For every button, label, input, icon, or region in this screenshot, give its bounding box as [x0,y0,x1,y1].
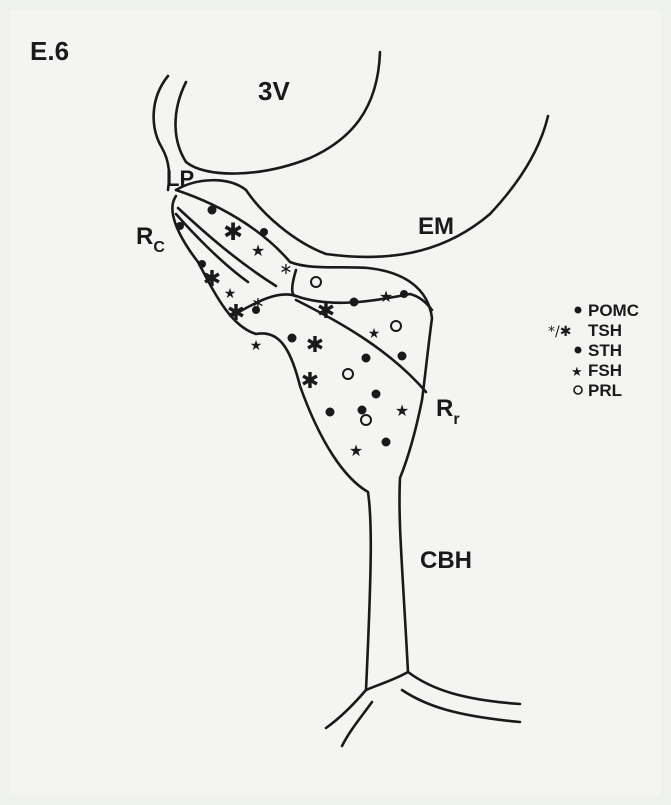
dot-cell [260,228,268,236]
stalk-right-branch [408,672,520,704]
rc-subscript: C [153,239,165,256]
dot-cell [326,408,335,417]
stalk-join [366,672,408,690]
third-ventricle-label: 3V [258,76,290,106]
partition-vertical [292,270,296,296]
legend-pomc-label: POMC [588,301,639,320]
gland-outline-right [176,190,432,672]
legend-sth-symbol [575,347,582,354]
legend-fsh-symbol: ★ [571,365,583,380]
dot-cell [398,352,407,361]
legend-prl-label: PRL [588,381,622,400]
dot-cell [400,290,408,298]
small-asterisk-cell: ∗ [279,259,292,278]
stalk-left-branch [326,690,366,728]
asterisk-cell: ✱ [227,301,245,326]
small-asterisk-cell: ∗ [251,293,264,312]
dot-cell [362,354,371,363]
asterisk-cell: ✱ [317,299,335,324]
open-circle-cell [391,321,401,331]
dot-cell [208,206,217,215]
legend-tsh-label: TSH [588,321,622,340]
cbh-label: CBH [420,547,472,574]
rc-letter: R [136,223,153,250]
legend-sth-label: STH [588,341,622,360]
dot-cell [382,438,391,447]
dot-cell [350,298,359,307]
legend-prl-symbol [574,386,582,394]
star-cell: ★ [379,287,393,306]
panel-label: E.6 [30,36,69,66]
legend-pomc-symbol [575,307,582,314]
rr-label: Rr [436,395,460,428]
legend-fsh-label: FSH [588,361,622,380]
star-cell: ★ [368,326,381,342]
star-cell: ★ [349,441,363,460]
rr-subscript: r [453,411,459,428]
dot-cell [288,334,297,343]
star-cell: ★ [250,338,263,354]
em-label: EM [418,213,454,240]
asterisk-cell: ✱ [306,333,324,358]
lp-label: LP [166,166,194,191]
dot-cell [358,406,367,415]
third-ventricle-right-wall [176,52,381,174]
asterisk-cell: ✱ [223,218,243,246]
open-circle-cell [343,369,353,379]
open-circle-cell [311,277,321,287]
asterisk-cell: ✱ [301,369,319,394]
legend-tsh-symbol: */✱ [548,324,571,340]
asterisk-cell: ✱ [203,267,221,292]
star-cell: ★ [251,241,265,260]
rr-letter: R [436,395,453,422]
stalk-left-branch-2 [342,702,372,746]
rc-label: RC [136,223,165,256]
star-cell: ★ [395,401,409,420]
legend: POMC */✱ TSH STH ★ FSH PRL [548,301,639,400]
dot-cell [372,390,381,399]
star-cell: ★ [224,286,237,302]
dot-cell [176,222,184,230]
open-circle-cell [361,415,371,425]
